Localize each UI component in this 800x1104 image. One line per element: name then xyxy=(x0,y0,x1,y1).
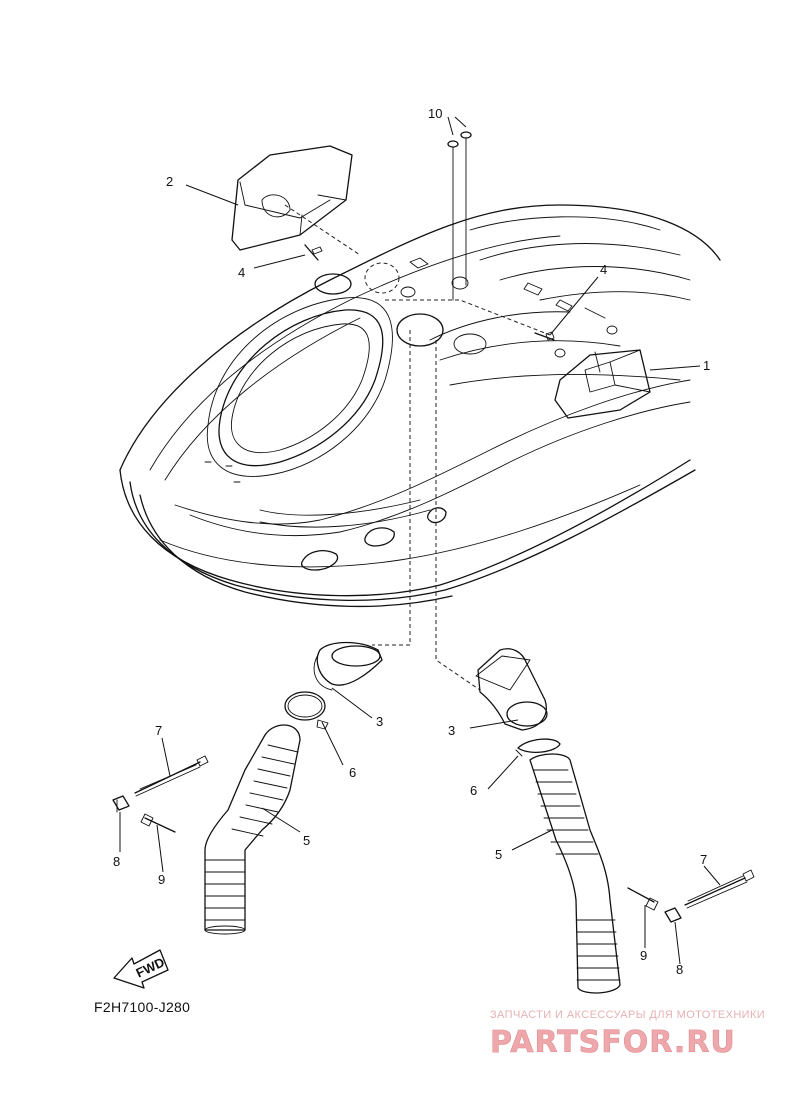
callout-6: 6 xyxy=(349,765,356,780)
part-2-bracket xyxy=(231,145,353,251)
callout-7: 7 xyxy=(700,852,707,867)
watermark-tagline: ЗАПЧАСТИ И АКСЕССУАРЫ ДЛЯ МОТОТЕХНИКИ xyxy=(490,1009,765,1021)
part-1-bracket xyxy=(554,349,651,419)
callout-3: 3 xyxy=(376,714,383,729)
part-4-pins xyxy=(304,244,555,341)
callout-7: 7 xyxy=(155,723,162,738)
callout-3: 3 xyxy=(448,723,455,738)
watermark: ЗАПЧАСТИ И АКСЕССУАРЫ ДЛЯ МОТОТЕХНИКИ PA… xyxy=(490,1009,765,1060)
watermark-logo: PARTSFOR.RU xyxy=(490,1025,736,1060)
callouts: 1 2 3 3 4 4 5 5 6 6 7 7 8 8 9 9 10 xyxy=(113,106,710,977)
callout-2: 2 xyxy=(166,174,173,189)
callout-9: 9 xyxy=(640,948,647,963)
part-10-plugs xyxy=(447,131,472,301)
callout-8: 8 xyxy=(676,962,683,977)
drawing-code: F2H7100-J280 xyxy=(94,999,190,1015)
callout-4: 4 xyxy=(238,265,245,280)
callout-8: 8 xyxy=(113,854,120,869)
right-duct-assembly xyxy=(475,648,755,994)
callout-9: 9 xyxy=(158,872,165,887)
left-duct-assembly xyxy=(112,641,383,935)
callout-10: 10 xyxy=(428,106,442,121)
callout-5: 5 xyxy=(303,833,310,848)
callout-4: 4 xyxy=(600,262,607,277)
fwd-arrow: FWD xyxy=(113,949,169,989)
callout-5: 5 xyxy=(495,847,502,862)
hull-deck xyxy=(119,204,721,691)
callout-1: 1 xyxy=(703,358,710,373)
callout-6: 6 xyxy=(470,783,477,798)
leader-lines xyxy=(119,116,721,965)
fwd-label: FWD xyxy=(134,954,167,980)
